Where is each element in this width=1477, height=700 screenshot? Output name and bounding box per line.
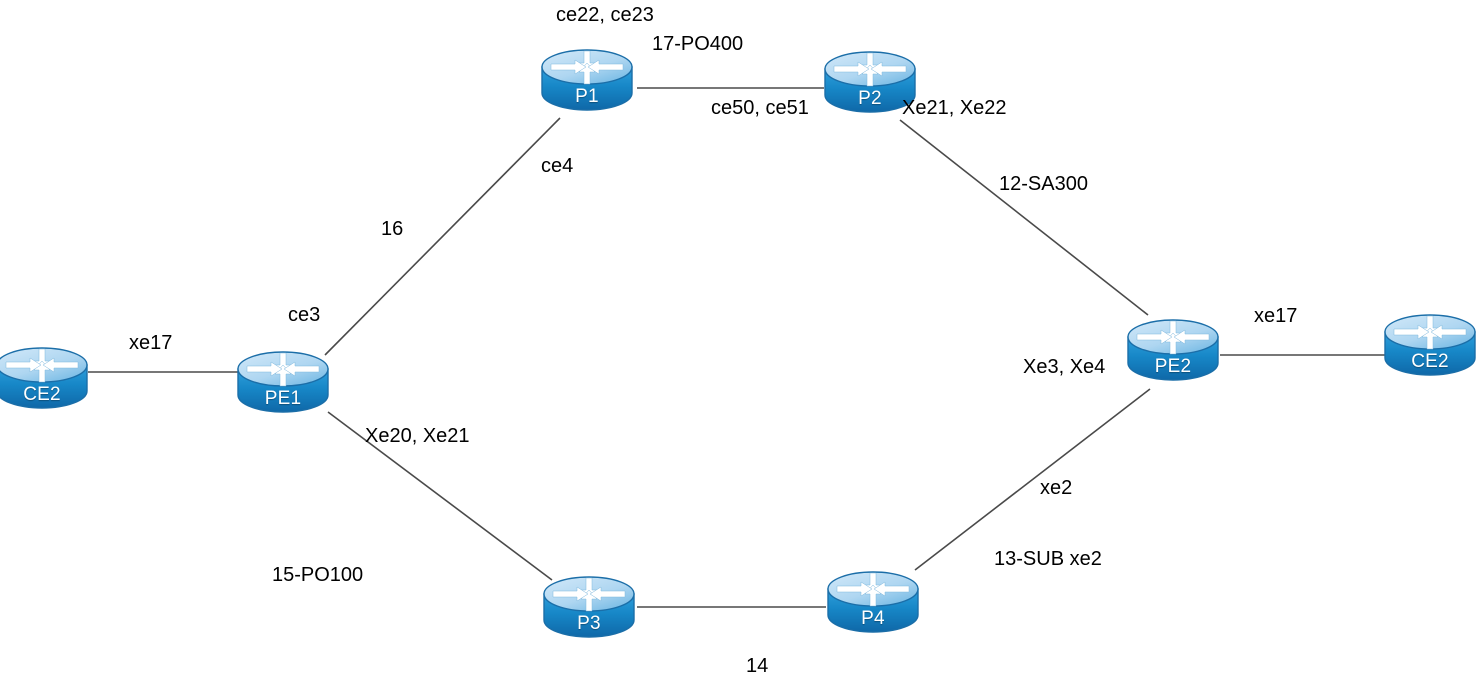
node-ce2-right[interactable]: CE2 (1382, 306, 1477, 384)
lbl-ce50-ce51: ce50, ce51 (711, 97, 809, 119)
link-p2-pe2[interactable] (899, 119, 1149, 316)
router-icon (0, 339, 90, 417)
node-p3[interactable]: P3 (541, 568, 637, 646)
lbl-xe17-left: xe17 (129, 332, 173, 354)
lbl-xe21-xe22: Xe21, Xe22 (902, 97, 1007, 119)
lbl-16: 16 (381, 218, 404, 240)
lbl-xe2: xe2 (1040, 477, 1073, 499)
lbl-xe20-xe21: Xe20, Xe21 (365, 425, 470, 447)
lbl-14: 14 (746, 655, 769, 677)
router-icon (1382, 306, 1477, 384)
lbl-xe17-right: xe17 (1254, 305, 1298, 327)
link-pe1-p3[interactable] (327, 411, 553, 581)
router-icon (822, 43, 918, 121)
node-pe2[interactable]: PE2 (1125, 311, 1221, 389)
router-icon (541, 568, 637, 646)
link-pe1-p1[interactable] (324, 117, 561, 356)
router-icon (1125, 311, 1221, 389)
lbl-xe3-xe4: Xe3, Xe4 (1023, 356, 1106, 378)
router-icon (825, 563, 921, 641)
lbl-17-po400: 17-PO400 (652, 33, 744, 55)
node-ce2-left[interactable]: CE2 (0, 339, 90, 417)
router-icon (235, 343, 331, 421)
lbl-ce4: ce4 (541, 155, 574, 177)
router-icon (539, 41, 635, 119)
lbl-12-sa300: 12-SA300 (999, 173, 1088, 195)
node-p4[interactable]: P4 (825, 563, 921, 641)
link-p4-pe2[interactable] (914, 388, 1151, 571)
node-p1[interactable]: P1 (539, 41, 635, 119)
node-pe1[interactable]: PE1 (235, 343, 331, 421)
lbl-13-sub-xe2: 13-SUB xe2 (994, 548, 1102, 570)
lbl-15-po100: 15-PO100 (272, 564, 364, 586)
lbl-ce3: ce3 (288, 304, 321, 326)
lbl-ce22-ce23: ce22, ce23 (556, 4, 654, 26)
